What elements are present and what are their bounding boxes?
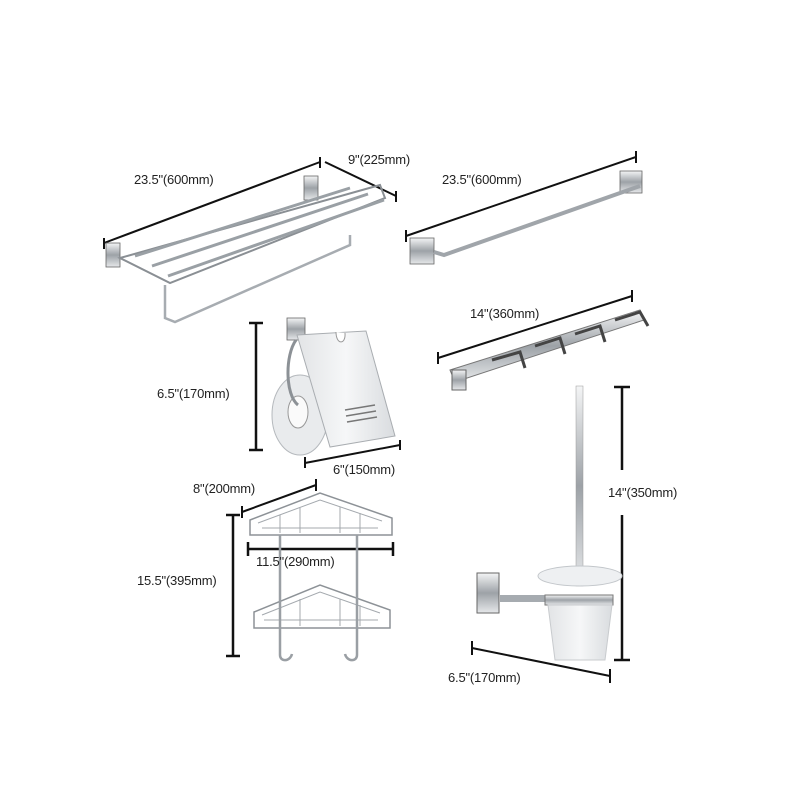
caddy-depth-label: 8"(200mm) <box>193 481 256 496</box>
brush-width-label: 6.5"(170mm) <box>448 670 521 685</box>
paper-holder-width-label: 6"(150mm) <box>333 462 396 477</box>
brush-height-label: 14"(350mm) <box>608 485 678 500</box>
toilet-brush-holder <box>471 385 630 683</box>
toilet-paper-holder <box>249 317 401 468</box>
towel-rack-shelf <box>103 157 397 324</box>
caddy-width-label: 11.5"(290mm) <box>256 554 335 569</box>
caddy-height-label: 15.5"(395mm) <box>137 573 217 588</box>
towel-bar-length-label: 23.5"(600mm) <box>442 172 522 187</box>
hook-rail-length-label: 14"(360mm) <box>470 306 540 321</box>
towel-rack-length-label: 23.5"(600mm) <box>134 172 214 187</box>
corner-shower-caddy <box>226 479 395 662</box>
towel-rack-depth-label: 9"(225mm) <box>348 152 411 167</box>
towel-bar <box>405 151 643 265</box>
paper-holder-height-label: 6.5"(170mm) <box>157 386 230 401</box>
robe-hook-rail <box>437 290 650 391</box>
